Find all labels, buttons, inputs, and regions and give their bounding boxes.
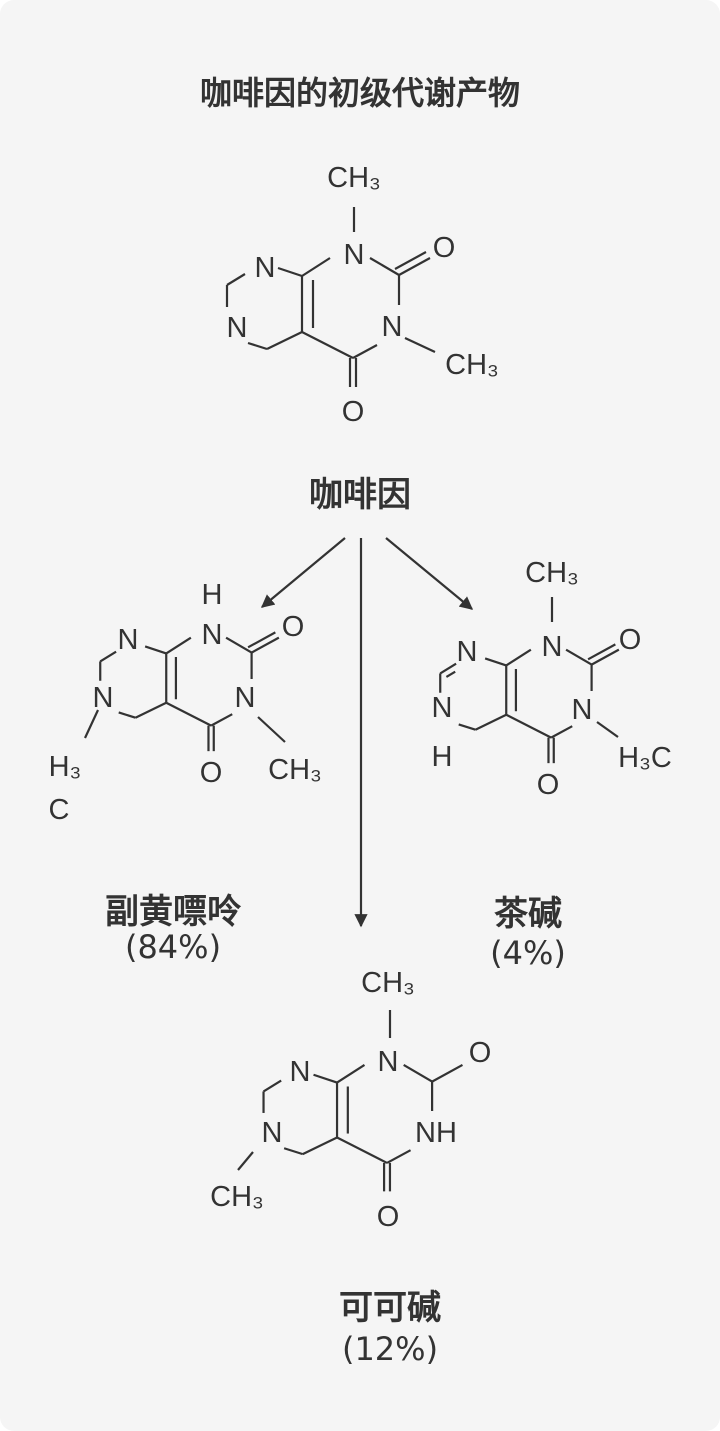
atom-n: N: [572, 694, 593, 726]
atom-h3c: H₃C: [618, 742, 672, 774]
molecule-caffeine: CH₃ N O N N N CH₃ O: [225, 162, 499, 428]
bond: [550, 725, 573, 739]
bond: [165, 636, 192, 655]
atom-n: N: [235, 682, 256, 714]
bond: [262, 1079, 282, 1093]
theobromine-percent: (12%): [341, 1330, 439, 1368]
atom-o: O: [619, 624, 642, 656]
theophylline-label: 茶碱: [494, 894, 562, 934]
bond: [118, 711, 136, 719]
bond: [84, 709, 99, 739]
molecule-theophylline: CH₃ N O N N H N H₃C O: [432, 557, 672, 801]
atom-n: N: [432, 692, 453, 724]
atom-n: N: [118, 624, 139, 656]
atom-o: O: [200, 757, 223, 789]
bond: [336, 1064, 366, 1084]
bond: [458, 723, 476, 731]
arrow-to-theophylline: [385, 537, 474, 610]
atom-n: N: [255, 252, 276, 284]
bond: [226, 273, 246, 286]
atom-n: N: [290, 1056, 311, 1088]
bond: [134, 701, 167, 719]
atom-o: O: [537, 769, 560, 801]
bond: [210, 713, 233, 727]
bond: [257, 716, 286, 743]
bond: [336, 1136, 388, 1164]
bond: [165, 701, 212, 727]
bond: [484, 657, 507, 667]
atom-ch3: CH₃: [268, 754, 322, 786]
bond: [474, 713, 507, 731]
paraxanthine-percent: (84%): [124, 928, 222, 966]
bond: [403, 1063, 433, 1083]
atom-n: N: [262, 1117, 283, 1149]
bond: [144, 645, 167, 655]
bond: [587, 643, 616, 661]
atom-h3: H₃: [49, 751, 82, 783]
paraxanthine-label: 副黄嘌呤: [105, 892, 241, 932]
bond: [505, 648, 532, 667]
atom-o: O: [433, 232, 456, 264]
bond: [386, 1149, 412, 1164]
bond: [283, 1147, 304, 1156]
molecule-paraxanthine: H N O N N N CH₃ O H₃ C: [49, 579, 322, 826]
bond: [369, 257, 400, 276]
atom-ch3: CH₃: [361, 967, 415, 999]
caffeine-label: 咖啡因: [309, 475, 411, 515]
atom-h: H: [432, 741, 453, 773]
atom-c: C: [49, 794, 70, 826]
bond: [301, 331, 354, 359]
bond: [394, 251, 427, 270]
atom-n: N: [542, 631, 563, 663]
atom-n: N: [382, 311, 403, 343]
bond: [247, 631, 276, 649]
atom-n: N: [457, 636, 478, 668]
atom-o: O: [282, 611, 305, 643]
bond: [352, 344, 378, 359]
bond: [445, 670, 456, 678]
atom-ch3: CH₃: [525, 557, 579, 589]
bond: [431, 1063, 464, 1083]
bond: [565, 648, 593, 666]
bond: [398, 257, 431, 276]
atom-n: N: [378, 1046, 399, 1078]
theobromine-label: 可可碱: [339, 1288, 441, 1328]
atom-o: O: [469, 1037, 492, 1069]
bond: [591, 648, 620, 666]
atom-nh: NH: [415, 1117, 457, 1149]
bond: [237, 1151, 254, 1171]
atom-h: H: [202, 579, 223, 611]
bond: [99, 650, 117, 663]
bond: [439, 662, 457, 675]
atom-ch3: CH₃: [210, 1181, 264, 1213]
atom-n: N: [344, 239, 365, 271]
atom-ch3: CH₃: [327, 162, 381, 194]
bond: [302, 1136, 338, 1156]
bond: [277, 266, 303, 278]
atom-n: N: [202, 619, 223, 651]
bond: [247, 341, 268, 351]
arrow-to-paraxanthine: [260, 537, 346, 608]
bond: [596, 721, 619, 738]
molecule-theobromine: CH₃ N O N N CH₃ NH O: [210, 967, 491, 1233]
atom-ch3: CH₃: [445, 349, 499, 381]
theophylline-percent: (4%): [490, 934, 566, 972]
bond: [404, 337, 436, 353]
bond: [266, 331, 303, 350]
bond: [251, 636, 280, 654]
bond: [225, 636, 253, 654]
atom-o: O: [377, 1201, 400, 1233]
atom-n: N: [93, 682, 114, 714]
atom-n: N: [227, 312, 248, 344]
diagram-title: 咖啡因的初级代谢产物: [199, 74, 521, 112]
bond: [313, 1073, 338, 1084]
bond: [505, 713, 552, 739]
atom-o: O: [342, 396, 365, 428]
bond: [301, 257, 331, 277]
